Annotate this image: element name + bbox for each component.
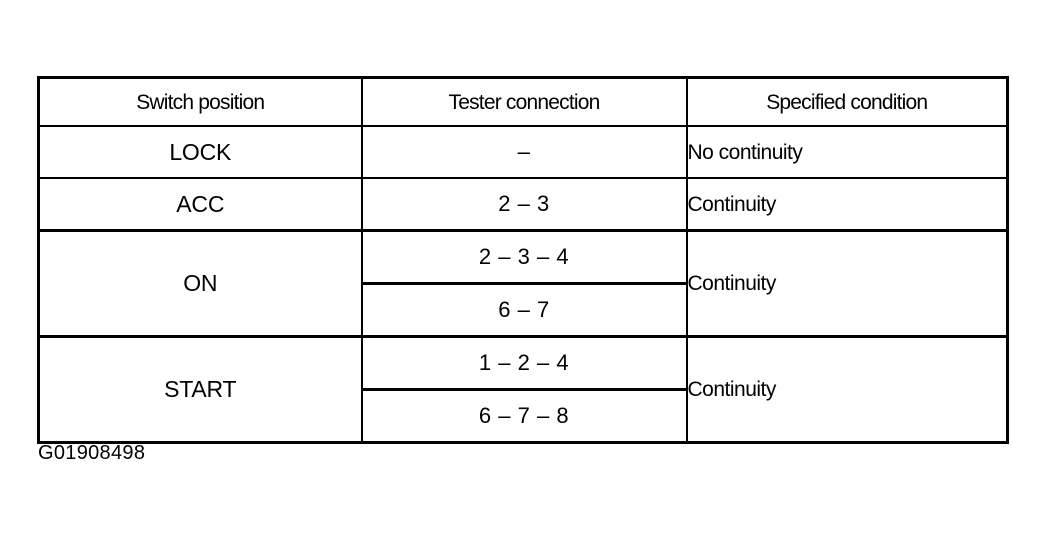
cell-switch-position-start: START xyxy=(37,335,363,444)
cell-switch-position-acc: ACC xyxy=(37,177,363,232)
cell-tester-connection-lock: – xyxy=(360,125,688,179)
cell-specified-condition-acc: Continuity xyxy=(685,177,1009,232)
tester-connection-value: 2 – 3 xyxy=(498,191,550,216)
column-header-switch-position-label: Switch position xyxy=(136,90,265,114)
table-header-row: Switch position Tester connection Specif… xyxy=(37,76,1009,127)
tester-connection-subcell: 2 – 3 – 4 xyxy=(362,232,686,285)
tester-connection-subrow: 1 – 2 – 4 xyxy=(362,338,686,391)
cell-specified-condition-on: Continuity xyxy=(685,229,1009,338)
cell-switch-position-lock: LOCK xyxy=(37,125,363,179)
switch-position-value: START xyxy=(164,376,237,402)
tester-connection-value: – xyxy=(517,139,531,164)
table-row: ACC 2 – 3 Continuity xyxy=(37,177,1009,232)
figure-caption: G01908498 xyxy=(38,442,146,464)
tester-connection-subcell: 6 – 7 xyxy=(362,283,686,335)
tester-connection-subrow: 6 – 7 – 8 xyxy=(362,389,686,441)
column-header-specified-condition-label: Specified condition xyxy=(766,90,928,114)
switch-position-value: ON xyxy=(183,270,218,296)
table-row: LOCK – No continuity xyxy=(37,125,1009,179)
tester-connection-subrow: 2 – 3 – 4 xyxy=(362,232,686,285)
cell-tester-connection-start: 1 – 2 – 4 6 – 7 – 8 xyxy=(360,335,688,444)
table-row: START 1 – 2 – 4 6 – 7 – 8 xyxy=(37,335,1009,444)
switch-continuity-table: Switch position Tester connection Specif… xyxy=(37,76,1009,444)
cell-specified-condition-lock: No continuity xyxy=(685,125,1009,179)
switch-position-value: LOCK xyxy=(169,138,232,165)
cell-tester-connection-acc: 2 – 3 xyxy=(360,177,688,232)
specified-condition-value: Continuity xyxy=(687,192,777,216)
column-header-switch-position: Switch position xyxy=(37,76,363,127)
tester-connection-subtable: 2 – 3 – 4 6 – 7 xyxy=(362,232,686,335)
specified-condition-value: Continuity xyxy=(687,272,777,295)
tester-connection-value: 6 – 7 – 8 xyxy=(478,403,570,428)
switch-position-value: ACC xyxy=(176,190,225,217)
tester-connection-subrow: 6 – 7 xyxy=(362,283,686,335)
column-header-tester-connection: Tester connection xyxy=(360,76,688,127)
column-header-specified-condition: Specified condition xyxy=(685,76,1009,127)
tester-connection-value: 2 – 3 – 4 xyxy=(478,244,570,269)
specified-condition-value: No continuity xyxy=(687,140,803,164)
column-header-tester-connection-label: Tester connection xyxy=(448,90,601,114)
tester-connection-subcell: 1 – 2 – 4 xyxy=(362,338,686,391)
cell-specified-condition-start: Continuity xyxy=(685,335,1009,444)
cell-switch-position-on: ON xyxy=(37,229,363,338)
tester-connection-subcell: 6 – 7 – 8 xyxy=(362,389,686,441)
tester-connection-subtable: 1 – 2 – 4 6 – 7 – 8 xyxy=(362,338,686,441)
tester-connection-value: 1 – 2 – 4 xyxy=(478,350,570,375)
tester-connection-value: 6 – 7 xyxy=(498,297,550,322)
cell-tester-connection-on: 2 – 3 – 4 6 – 7 xyxy=(360,229,688,338)
table-row: ON 2 – 3 – 4 6 – 7 xyxy=(37,229,1009,338)
specified-condition-value: Continuity xyxy=(687,378,777,401)
